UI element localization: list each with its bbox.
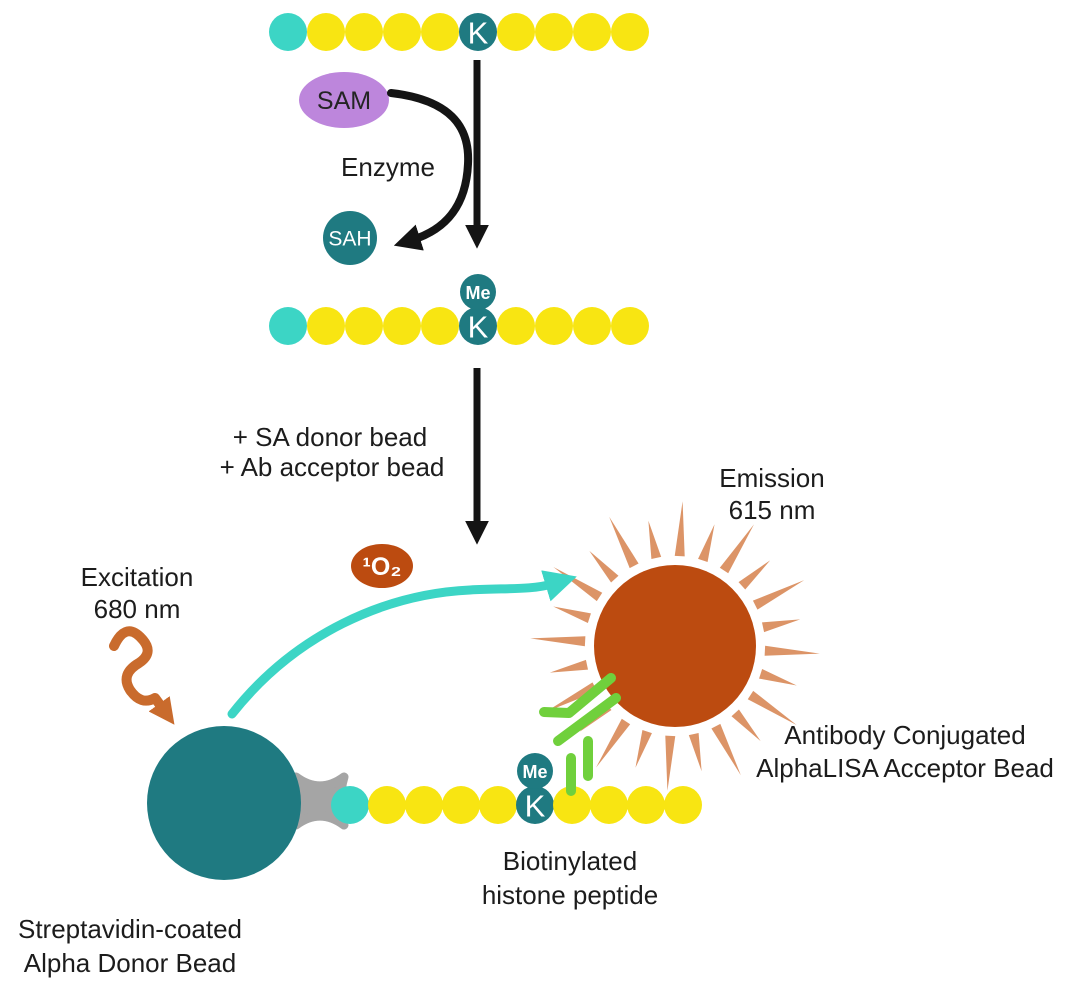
biotinylated-histone-peptide: MeK xyxy=(331,753,702,824)
biotin-bead xyxy=(331,786,369,824)
amino-acid-bead xyxy=(345,307,383,345)
sah-label: SAH xyxy=(328,228,371,251)
peptide-label-line1: Biotinylated xyxy=(503,846,637,876)
emission-ray xyxy=(553,567,603,602)
emission-ray xyxy=(761,619,801,633)
lysine-label: K xyxy=(525,789,546,824)
emission-ray xyxy=(530,636,586,647)
peptide-label-line2: histone peptide xyxy=(482,880,658,910)
enzyme-label: Enzyme xyxy=(341,152,435,182)
acceptor-bead-label-line2: AlphaLISA Acceptor Bead xyxy=(756,753,1054,783)
sam-label: SAM xyxy=(317,87,371,115)
energy-transfer-arrow xyxy=(227,570,577,719)
singlet-oxygen-label: ¹O₂ xyxy=(363,553,402,581)
emission-ray xyxy=(731,709,761,742)
emission-ray xyxy=(674,501,685,557)
amino-acid-bead xyxy=(573,307,611,345)
emission-ray xyxy=(549,659,589,673)
sam-cofactor-shape xyxy=(299,72,389,128)
amino-acid-bead xyxy=(345,13,383,51)
emission-ray xyxy=(609,516,639,569)
lysine-bead xyxy=(516,786,554,824)
sah-byproduct-shape xyxy=(323,211,377,265)
amino-acid-bead xyxy=(535,13,573,51)
amino-acid-bead xyxy=(307,307,345,345)
amino-acid-bead xyxy=(573,13,611,51)
amino-acid-bead xyxy=(383,307,421,345)
lysine-bead xyxy=(459,307,497,345)
emission-ray xyxy=(752,580,805,610)
amino-acid-bead xyxy=(664,786,702,824)
acceptor-bead xyxy=(594,565,756,727)
histone-peptide-methylated: MeK xyxy=(269,274,649,345)
singlet-oxygen-shape xyxy=(351,544,413,588)
excitation-label: Excitation xyxy=(81,562,194,592)
lysine-label: K xyxy=(468,16,489,51)
amino-acid-bead xyxy=(442,786,480,824)
amino-acid-bead xyxy=(611,307,649,345)
emission-ray xyxy=(596,718,631,768)
amino-acid-bead xyxy=(611,13,649,51)
emission-ray xyxy=(747,690,797,725)
emission-ray xyxy=(698,524,715,562)
donor-bead-label-line2: Alpha Donor Bead xyxy=(24,948,236,978)
emission-ray xyxy=(553,606,591,623)
amino-acid-bead xyxy=(627,786,665,824)
amino-acid-bead xyxy=(383,13,421,51)
emission-ray xyxy=(648,520,662,560)
donor-bead xyxy=(147,726,301,880)
excitation-wavelength-label: 680 nm xyxy=(94,594,181,624)
methyl-mark-bead xyxy=(517,753,553,789)
amino-acid-bead xyxy=(421,307,459,345)
methyl-mark-label: Me xyxy=(465,283,490,303)
emission-label: Emission xyxy=(719,463,824,493)
amino-acid-bead xyxy=(405,786,443,824)
antibody-arm-lower xyxy=(553,693,621,746)
acceptor-bead-label-line1: Antibody Conjugated xyxy=(784,720,1025,750)
emission-ray xyxy=(589,550,619,583)
amino-acid-bead xyxy=(497,307,535,345)
excitation-light-squiggle-arrow xyxy=(109,626,175,725)
amino-acid-bead xyxy=(368,786,406,824)
amino-acid-bead xyxy=(307,13,345,51)
amino-acid-bead xyxy=(553,786,591,824)
lysine-label: K xyxy=(468,310,489,345)
emission-ray xyxy=(688,732,702,772)
donor-bead-label-line1: Streptavidin-coated xyxy=(18,914,242,944)
amino-acid-bead xyxy=(479,786,517,824)
amino-acid-bead xyxy=(535,307,573,345)
emission-ray xyxy=(764,645,820,656)
add-donor-bead-label: + SA donor bead xyxy=(233,422,427,452)
enzyme-reaction-arrow xyxy=(387,89,473,251)
emission-ray xyxy=(711,723,741,776)
emission-ray xyxy=(738,560,771,590)
histone-peptide-unmethylated: K xyxy=(269,13,649,51)
emission-ray xyxy=(635,730,652,768)
methyl-mark-label: Me xyxy=(522,762,547,782)
methyl-mark-bead xyxy=(460,274,496,310)
amino-acid-bead xyxy=(497,13,535,51)
amino-acid-bead xyxy=(421,13,459,51)
amino-acid-bead xyxy=(590,786,628,824)
emission-ray xyxy=(665,735,676,791)
add-acceptor-bead-label: + Ab acceptor bead xyxy=(220,452,445,482)
lysine-bead xyxy=(459,13,497,51)
antibody-arm-upper xyxy=(539,673,616,718)
biotin-bead xyxy=(269,307,307,345)
emission-ray xyxy=(759,669,797,686)
emission-wavelength-label: 615 nm xyxy=(729,495,816,525)
biotin-bead xyxy=(269,13,307,51)
emission-ray xyxy=(719,524,754,574)
anti-methyl-antibody-icon xyxy=(539,673,621,796)
emission-ray xyxy=(545,682,598,712)
